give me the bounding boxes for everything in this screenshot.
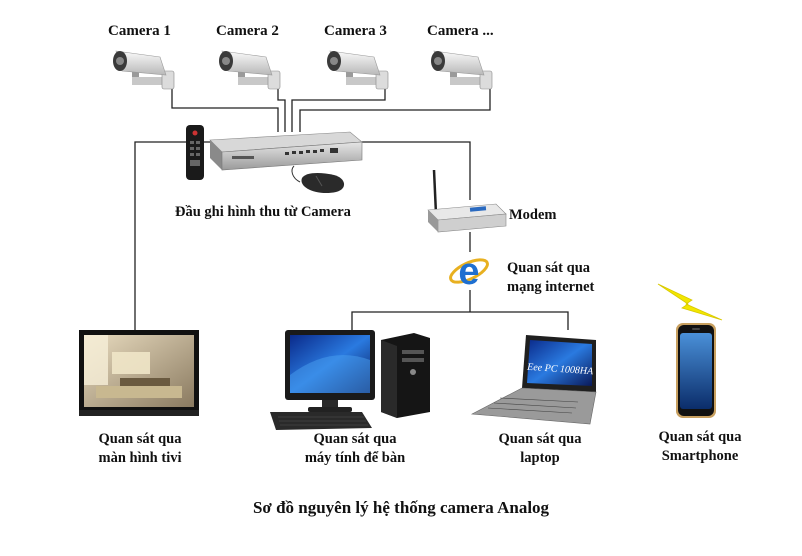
smartphone-label: Quan sát qua Smartphone: [658, 429, 742, 464]
internet-label: Quan sát qua mạng internet: [507, 260, 595, 295]
svg-text:e: e: [458, 251, 479, 293]
camera-3-icon: [327, 50, 389, 90]
desktop-monitor-icon: [285, 330, 375, 412]
dvr-label: Đầu ghi hình thu từ Camera: [175, 204, 351, 220]
camera-3-label: Camera 3: [324, 23, 387, 39]
laptop-screen-text: Eee PC 1008HA: [526, 362, 595, 378]
camera-2-label: Camera 2: [216, 23, 279, 39]
modem-label: Modem: [509, 207, 557, 223]
remote-control-icon: [186, 125, 204, 180]
smartphone-icon: [676, 323, 716, 418]
camera-1-icon: [113, 50, 175, 90]
mouse-icon: [291, 165, 345, 194]
keyboard-icon: [270, 412, 372, 430]
camera-4-label: Camera ...: [427, 23, 494, 39]
tv-icon: [79, 330, 199, 416]
internet-explorer-icon: e: [449, 251, 489, 293]
modem-icon: [427, 169, 507, 233]
desktop-label: Quan sát qua máy tính để bàn: [304, 431, 406, 466]
camera-1-label: Camera 1: [108, 23, 171, 39]
laptop-icon: Eee PC 1008HA: [470, 335, 597, 425]
wireless-signal-icon: [657, 283, 723, 321]
dvr-recorder-icon: [209, 131, 363, 171]
camera-4-icon: [431, 50, 493, 90]
laptop-label: Quan sát qua laptop: [498, 431, 582, 466]
diagram-title: Sơ đồ nguyên lý hệ thống camera Analog: [252, 498, 550, 517]
connection-lines: [134, 85, 569, 330]
tv-label: Quan sát qua màn hình tivi: [98, 431, 182, 466]
camera-2-icon: [219, 50, 281, 90]
pc-tower-icon: [381, 333, 430, 418]
